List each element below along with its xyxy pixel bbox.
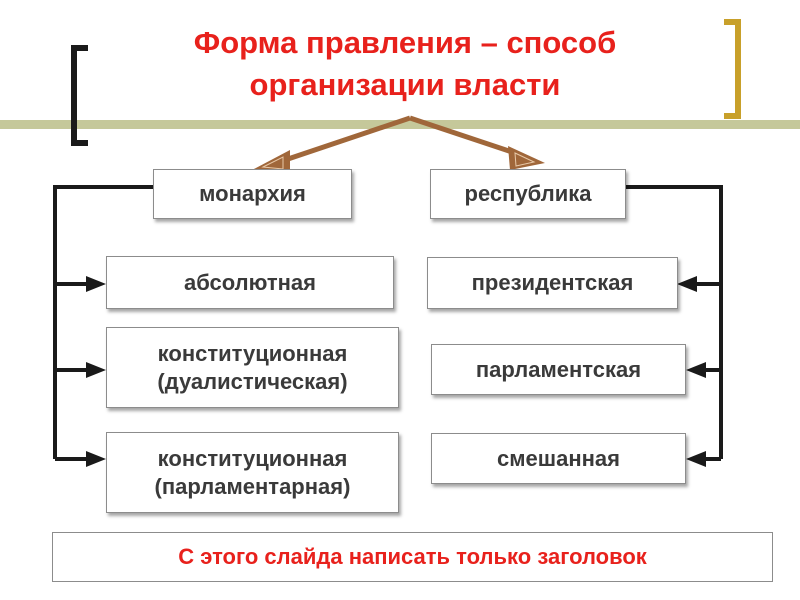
branch-arrow-parliamentary-monarchy-icon (86, 451, 106, 467)
monarchy-type-sublabel: (парламентарная) (154, 473, 351, 499)
arrowhead-republic-inner (514, 152, 536, 167)
monarchy-type-label: конституционная (157, 445, 348, 471)
title-line-1: Форма правления – способ (193, 25, 617, 60)
monarchy-type-sublabel: (дуалистическая) (157, 368, 348, 394)
instruction-note: С этого слайда написать только заголовок (52, 532, 773, 582)
republic-trunk (626, 185, 723, 459)
monarchy-trunk (53, 185, 153, 459)
monarchy-box: монархия (153, 169, 352, 219)
republic-type-label: смешанная (497, 445, 620, 471)
branch-arrow-parliamentary-republic-icon (686, 362, 706, 378)
monarchy-type-label: конституционная (157, 340, 348, 366)
republic-box: республика (430, 169, 626, 219)
branch-arrow-presidential-icon (677, 276, 697, 292)
republic-type-mixed: смешанная (431, 433, 686, 484)
monarchy-type-label: абсолютная (183, 269, 316, 295)
arrowhead-monarchy-inner (261, 156, 284, 170)
accent-line (0, 120, 800, 129)
right-bracket (724, 19, 741, 119)
republic-label: республика (464, 181, 592, 206)
republic-type-presidential: президентская (427, 257, 678, 309)
branch-arrow-absolute-icon (86, 276, 106, 292)
branch-arrow-mixed-icon (686, 451, 706, 467)
monarchy-type-dualistic: конституционная (дуалистическая) (106, 327, 399, 408)
republic-type-parliamentary: парламентская (431, 344, 686, 395)
branch-arrow-dualistic-icon (86, 362, 106, 378)
monarchy-type-parliamentary: конституционная (парламентарная) (106, 432, 399, 513)
republic-type-label: парламентская (475, 356, 642, 382)
monarchy-type-absolute: абсолютная (106, 256, 394, 309)
arrow-to-monarchy (284, 115, 411, 163)
republic-type-label: президентская (471, 270, 634, 295)
slide-title: Форма правления – способ организации вла… (100, 22, 710, 106)
instruction-note-text: С этого слайда написать только заголовок (178, 544, 647, 569)
arrow-to-republic (409, 115, 513, 155)
left-bracket (71, 45, 88, 146)
title-line-2: организации власти (249, 67, 561, 102)
monarchy-label: монархия (199, 181, 306, 206)
